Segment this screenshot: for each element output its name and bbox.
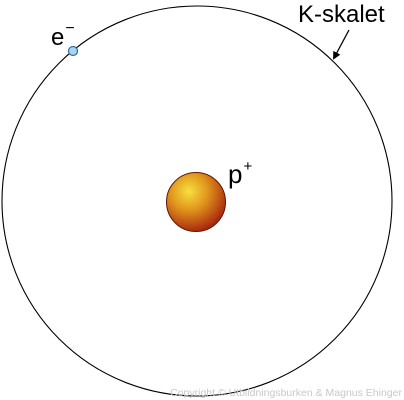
electron-charge: − <box>65 20 74 37</box>
electron-symbol: e <box>51 24 64 51</box>
proton-nucleus <box>166 172 226 232</box>
k-shell-orbit <box>1 5 393 397</box>
proton-charge: + <box>243 158 252 175</box>
shell-label: K-skalet <box>298 1 385 28</box>
shell-pointer-arrow <box>333 29 350 60</box>
electron-dot <box>67 45 79 57</box>
proton-symbol: p <box>228 159 242 189</box>
copyright-notice: Copyright © Utbildningsburken & Magnus E… <box>170 387 402 399</box>
proton-label: p+ <box>228 158 252 189</box>
electron-label: e− <box>51 20 75 51</box>
